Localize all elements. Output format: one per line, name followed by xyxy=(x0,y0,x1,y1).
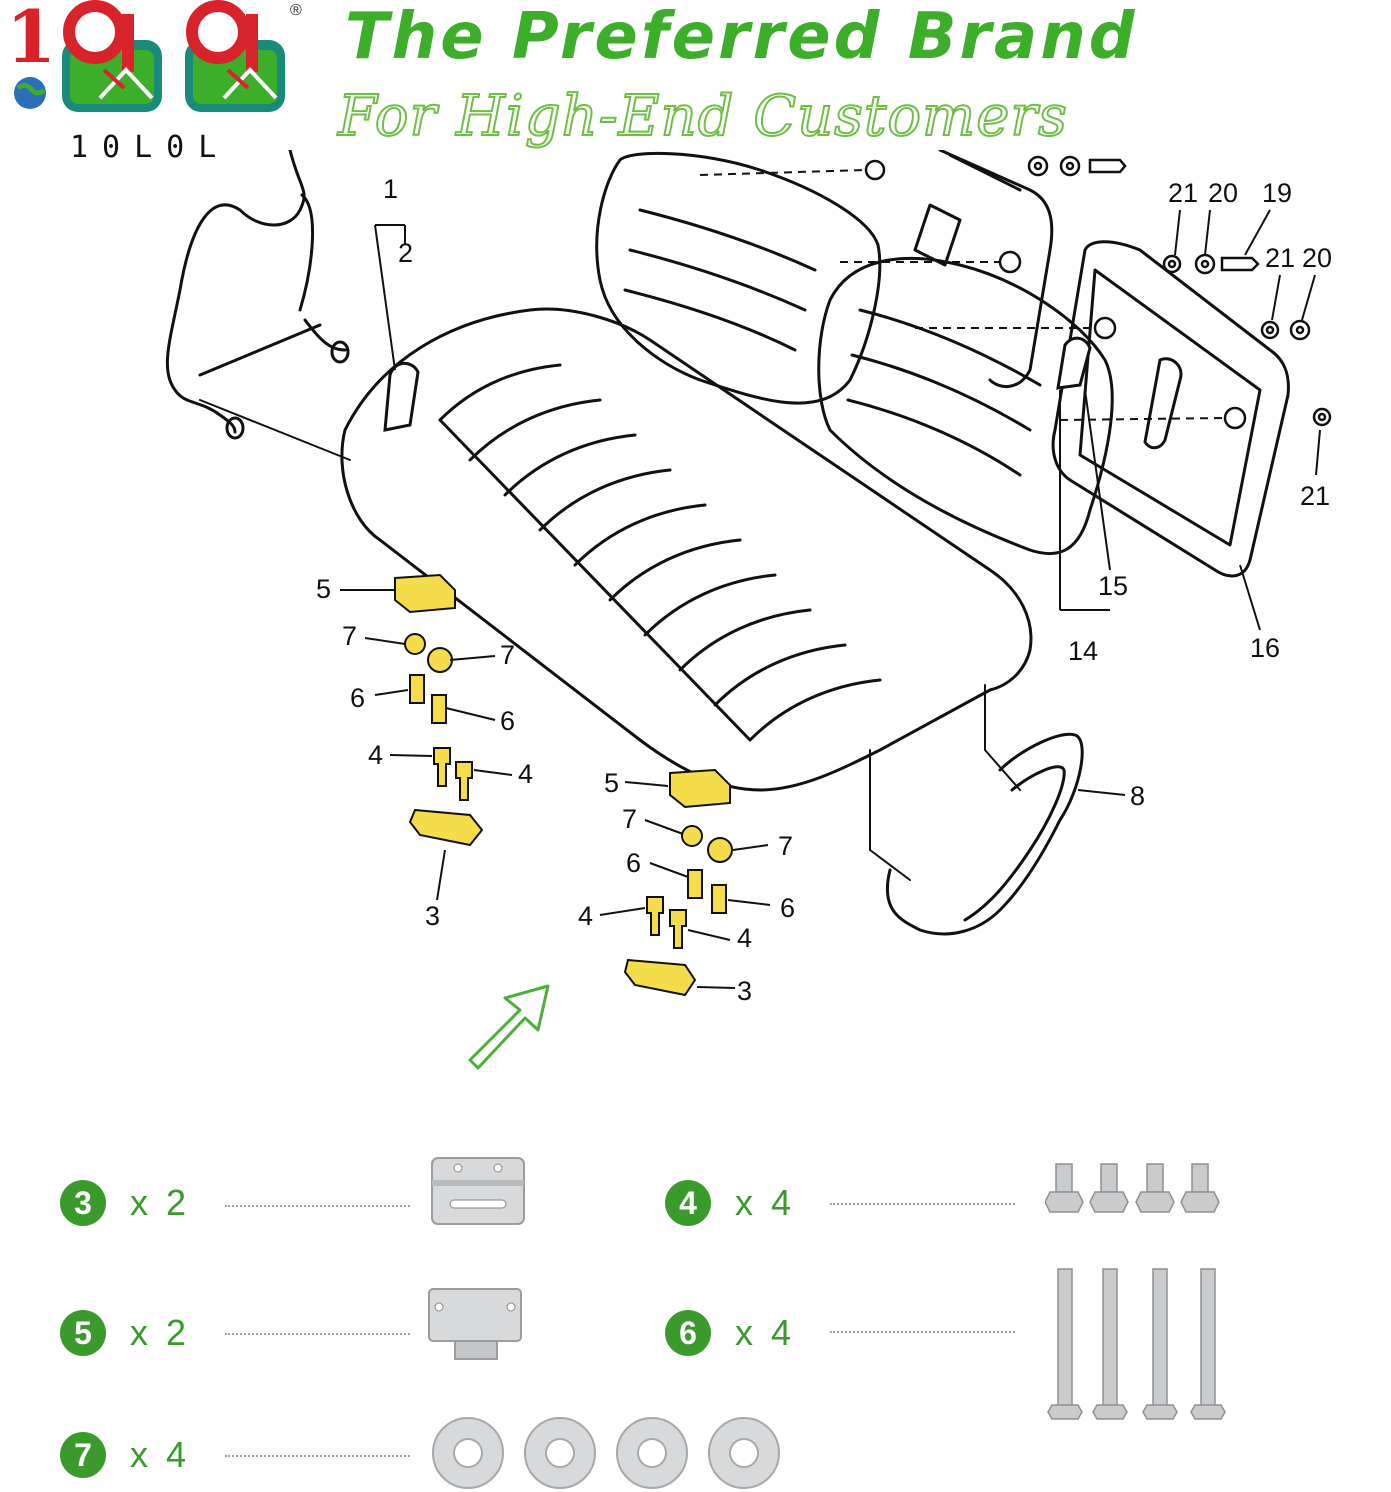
callout-4d: 4 xyxy=(737,923,752,953)
callout-6a: 6 xyxy=(350,683,365,713)
part-qty-5: x 2 xyxy=(130,1312,191,1353)
callout-7c: 7 xyxy=(622,804,637,834)
backrest-backplate xyxy=(1051,240,1290,578)
callout-15: 15 xyxy=(1098,571,1128,601)
leader-dots xyxy=(830,1203,1015,1205)
callout-2: 2 xyxy=(398,238,413,268)
callout-20b: 20 xyxy=(1302,243,1332,273)
leader-dots xyxy=(830,1331,1015,1333)
parts-list: 3 x 2 4 x 4 5 x 2 6 x 4 xyxy=(0,1130,1391,1489)
callout-5a: 5 xyxy=(316,574,331,604)
short-bolts-image xyxy=(1045,1163,1220,1213)
callout-6c: 6 xyxy=(626,848,641,878)
headline: The Preferred Brand xyxy=(345,0,1138,74)
callout-20a: 20 xyxy=(1208,178,1238,208)
left-armrest-rail xyxy=(165,150,306,434)
callout-6b: 6 xyxy=(500,706,515,736)
callout-5b: 5 xyxy=(604,768,619,798)
part-badge-7: 7 xyxy=(60,1432,106,1478)
hardware-group-left xyxy=(394,573,484,847)
callout-16: 16 xyxy=(1250,633,1280,663)
part-badge-5: 5 xyxy=(60,1310,106,1356)
callout-21c: 21 xyxy=(1300,481,1330,511)
callout-4a: 4 xyxy=(368,740,383,770)
callout-3b: 3 xyxy=(737,976,752,1006)
callout-21a: 21 xyxy=(1168,178,1198,208)
callout-21b: 21 xyxy=(1265,243,1295,273)
hardware-group-center xyxy=(623,768,733,997)
callout-4b: 4 xyxy=(518,759,533,789)
right-armrest-rail xyxy=(885,732,1084,936)
callout-3a: 3 xyxy=(425,901,440,931)
part-badge-4: 4 xyxy=(665,1180,711,1226)
seat-hinge-left xyxy=(383,361,420,432)
leader-dots xyxy=(225,1205,410,1207)
tagline: For High-End Customers xyxy=(337,83,1068,150)
seat-exploded-diagram: 1 2 5 7 7 6 6 4 4 3 5 7 7 6 6 4 4 3 8 14… xyxy=(165,150,1332,1070)
right-back-cushion xyxy=(817,256,1114,556)
leader-dots xyxy=(225,1455,410,1457)
part-badge-6: 6 xyxy=(665,1310,711,1356)
callout-4c: 4 xyxy=(578,901,593,931)
callout-6d: 6 xyxy=(780,893,795,923)
long-bolts-image xyxy=(1047,1268,1226,1420)
callout-7b: 7 xyxy=(500,640,515,670)
arrow-icon xyxy=(468,984,550,1070)
callout-7d: 7 xyxy=(778,831,793,861)
brand-logo: 1 xyxy=(6,0,285,112)
bracket-image xyxy=(431,1157,525,1225)
callout-19: 19 xyxy=(1262,178,1292,208)
part-badge-3: 3 xyxy=(60,1180,106,1226)
callout-14: 14 xyxy=(1068,636,1098,666)
logo-caption: 10L0L xyxy=(70,130,231,165)
part-qty-6: x 4 xyxy=(735,1312,796,1353)
leader-dots xyxy=(225,1333,410,1335)
callout-8: 8 xyxy=(1130,781,1145,811)
registered-mark: ® xyxy=(290,2,302,19)
part-qty-7: x 4 xyxy=(130,1434,191,1475)
seat-cushion xyxy=(340,307,1033,792)
hinge-plate-image xyxy=(428,1288,522,1360)
callout-7a: 7 xyxy=(342,621,357,651)
washers-image xyxy=(432,1417,780,1489)
callout-1: 1 xyxy=(383,174,398,204)
part-qty-4: x 4 xyxy=(735,1182,796,1223)
part-qty-3: x 2 xyxy=(130,1182,191,1223)
left-back-cushion xyxy=(595,151,882,405)
seat-hinge-right xyxy=(1056,336,1092,390)
svg-text:1: 1 xyxy=(6,0,56,79)
